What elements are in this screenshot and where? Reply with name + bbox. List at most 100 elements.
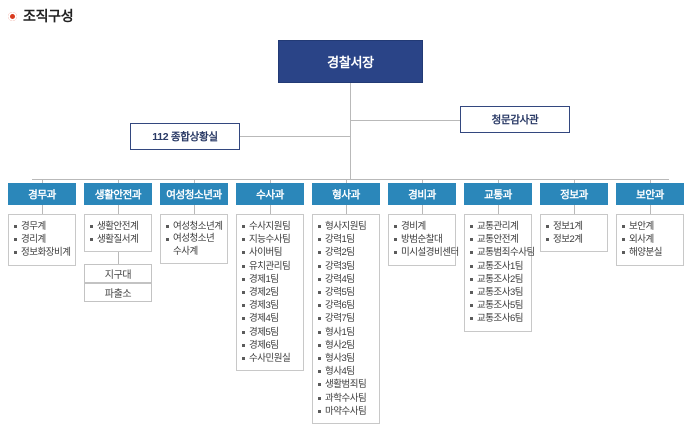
node-department-8[interactable]: 정보과 xyxy=(540,183,608,205)
node-situation-room[interactable]: 112 종합상황실 xyxy=(130,123,240,150)
connector-to-situation-room xyxy=(240,136,350,137)
node-sub-unit-1[interactable]: 지구대 xyxy=(84,264,152,284)
list-item[interactable]: 경리계 xyxy=(14,233,71,246)
list-item[interactable]: 강력4팀 xyxy=(318,273,375,286)
list-item[interactable]: 지능수사팀 xyxy=(242,233,299,246)
list-item[interactable]: 여성청소년계 xyxy=(166,220,223,233)
list-item[interactable]: 외사계 xyxy=(622,233,679,246)
list-item[interactable]: 형사2팀 xyxy=(318,339,375,352)
list-item[interactable]: 미시설경비센터 xyxy=(394,246,459,259)
connector-department-to-list xyxy=(422,205,423,214)
node-department-label: 보안과 xyxy=(636,188,664,201)
list-item[interactable]: 강력2팀 xyxy=(318,246,375,259)
node-department-5[interactable]: 형사과 xyxy=(312,183,380,205)
connector-department-to-list xyxy=(118,205,119,214)
list-item[interactable]: 경제3팀 xyxy=(242,299,299,312)
list-item[interactable]: 교통관리계 xyxy=(470,220,527,233)
connector-to-sub-unit xyxy=(118,252,119,265)
list-item[interactable]: 수사민원실 xyxy=(242,352,299,365)
node-department-label: 정보과 xyxy=(560,188,588,201)
list-item[interactable]: 교통조사2팀 xyxy=(470,273,527,286)
list-item[interactable]: 마약수사팀 xyxy=(318,405,375,418)
list-item[interactable]: 형사3팀 xyxy=(318,352,375,365)
connector-to-audit-officer xyxy=(350,120,460,121)
list-item[interactable]: 강력7팀 xyxy=(318,312,375,325)
list-item[interactable]: 사이버팀 xyxy=(242,246,299,259)
list-item[interactable]: 교통조사6팀 xyxy=(470,312,527,325)
node-root-police-chief[interactable]: 경찰서장 xyxy=(278,40,423,83)
node-department-4[interactable]: 수사과 xyxy=(236,183,304,205)
list-item[interactable]: 강력5팀 xyxy=(318,286,375,299)
list-item[interactable]: 강력3팀 xyxy=(318,260,375,273)
page-title: 조직구성 xyxy=(8,6,74,26)
list-item[interactable]: 경제5팀 xyxy=(242,326,299,339)
list-item[interactable]: 강력1팀 xyxy=(318,233,375,246)
list-item[interactable]: 형사1팀 xyxy=(318,326,375,339)
node-department-7[interactable]: 교통과 xyxy=(464,183,532,205)
list-item[interactable]: 유치관리팀 xyxy=(242,260,299,273)
node-department-6[interactable]: 경비과 xyxy=(388,183,456,205)
node-department-1[interactable]: 경무과 xyxy=(8,183,76,205)
list-item[interactable]: 정보화장비계 xyxy=(14,246,71,259)
node-department-label: 여성청소년과 xyxy=(166,188,222,201)
list-item[interactable]: 강력6팀 xyxy=(318,299,375,312)
list-item[interactable]: 방범순찰대 xyxy=(394,233,451,246)
list-item[interactable]: 경제6팀 xyxy=(242,339,299,352)
list-item[interactable]: 생활범죄팀 xyxy=(318,378,375,391)
list-item[interactable]: 경제2팀 xyxy=(242,286,299,299)
list-item[interactable]: 과학수사팀 xyxy=(318,392,375,405)
list-item[interactable]: 형사지원팀 xyxy=(318,220,375,233)
list-item[interactable]: 수사지원팀 xyxy=(242,220,299,233)
page-title-label: 조직구성 xyxy=(23,8,74,24)
list-item[interactable]: 교통조사1팀 xyxy=(470,260,527,273)
node-department-9[interactable]: 보안과 xyxy=(616,183,684,205)
connector-department-drop xyxy=(194,179,195,183)
connector-department-drop xyxy=(270,179,271,183)
node-sub-unit-label: 지구대 xyxy=(104,270,132,282)
connector-department-to-list xyxy=(270,205,271,214)
dot-bullet-icon xyxy=(8,11,17,21)
node-audit-officer-label: 청문감사관 xyxy=(491,114,539,126)
connector-department-drop xyxy=(346,179,347,183)
node-department-label: 경비과 xyxy=(408,188,436,201)
list-item[interactable]: 정보1계 xyxy=(546,220,603,233)
list-item[interactable]: 교통조사5팀 xyxy=(470,299,527,312)
node-department-label: 교통과 xyxy=(484,188,512,201)
connector-department-to-list xyxy=(42,205,43,214)
list-item[interactable]: 정보2계 xyxy=(546,233,603,246)
node-department-label: 경무과 xyxy=(28,188,56,201)
connector-department-to-list xyxy=(574,205,575,214)
list-item[interactable]: 형사4팀 xyxy=(318,365,375,378)
list-item[interactable]: 경무계 xyxy=(14,220,71,233)
connector-department-drop xyxy=(422,179,423,183)
node-department-2[interactable]: 생활안전과 xyxy=(84,183,152,205)
list-item[interactable]: 경비계 xyxy=(394,220,451,233)
list-item[interactable]: 교통안전계 xyxy=(470,233,527,246)
list-item[interactable]: 보안계 xyxy=(622,220,679,233)
connector-department-drop xyxy=(118,179,119,183)
connector-department-bus xyxy=(32,179,669,180)
list-item[interactable]: 생활안전계 xyxy=(90,220,147,233)
node-sub-unit-2[interactable]: 파출소 xyxy=(84,283,152,303)
node-root-label: 경찰서장 xyxy=(327,55,374,70)
list-item[interactable]: 경제4팀 xyxy=(242,312,299,325)
list-item[interactable]: 교통조사3팀 xyxy=(470,286,527,299)
node-department-label: 형사과 xyxy=(332,188,360,201)
node-audit-officer[interactable]: 청문감사관 xyxy=(460,106,570,133)
list-item[interactable]: 교통범죄수사팀 xyxy=(470,246,535,259)
list-item[interactable]: 해양분실 xyxy=(622,246,679,259)
connector-department-to-list xyxy=(194,205,195,214)
list-item[interactable]: 생활질서계 xyxy=(90,233,147,246)
list-item[interactable]: 여성청소년 수사계 xyxy=(166,233,223,258)
list-item[interactable]: 경제1팀 xyxy=(242,273,299,286)
connector-department-drop xyxy=(498,179,499,183)
node-department-3[interactable]: 여성청소년과 xyxy=(160,183,228,205)
